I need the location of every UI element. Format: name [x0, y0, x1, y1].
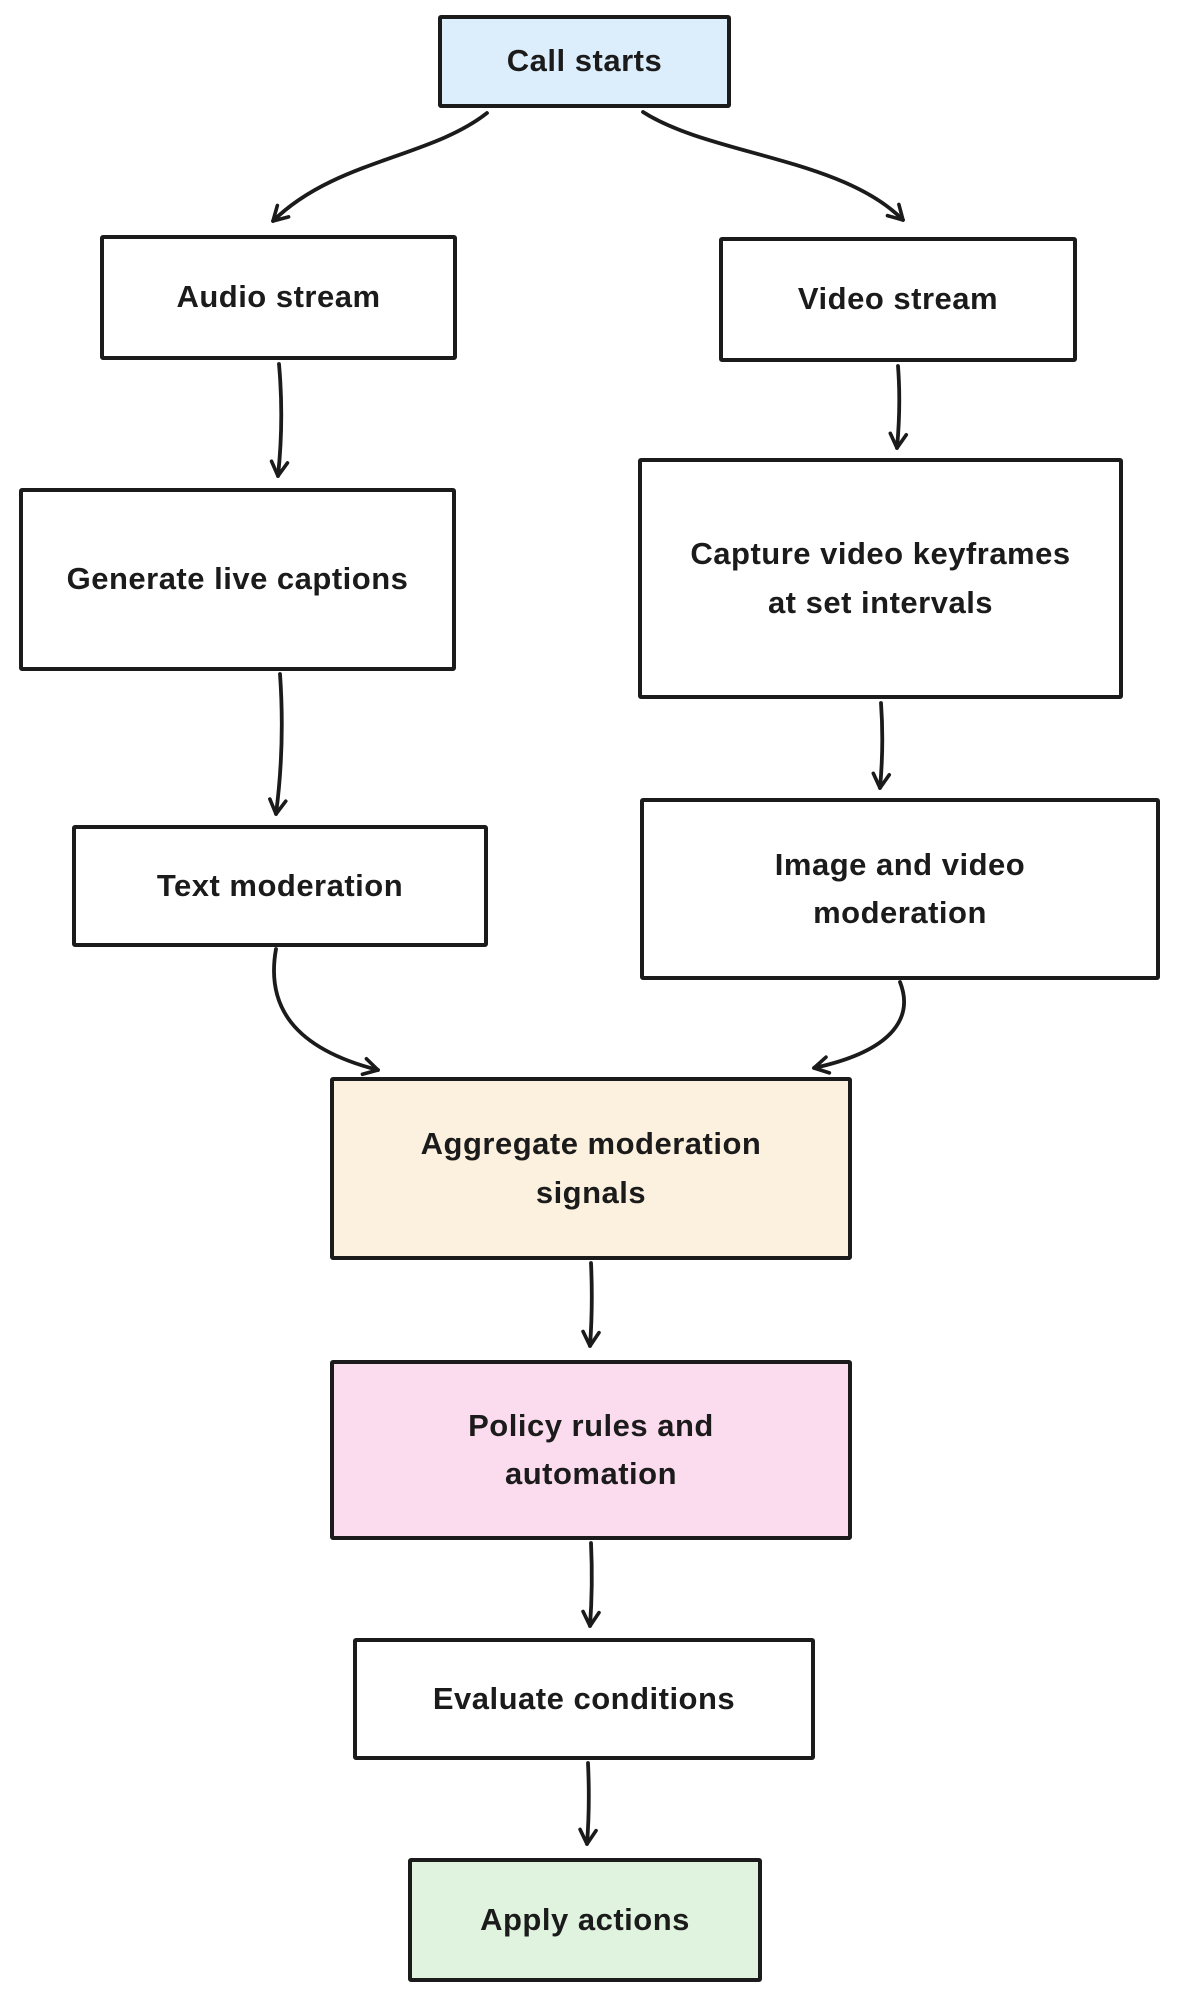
node-image-video-moderation-label: Image and video moderation [774, 846, 1026, 930]
node-generate-captions[interactable]: Generate live captions [19, 488, 456, 671]
edge-text-moderation-to-aggregate-signals[interactable] [272, 947, 380, 1077]
node-video-stream-label: Video stream [797, 281, 999, 317]
node-generate-captions-label: Generate live captions [66, 561, 409, 597]
node-aggregate-signals-label: Aggregate moderation signals [420, 1126, 762, 1210]
edge-generate-captions-to-text-moderation[interactable] [268, 672, 288, 816]
node-apply-actions[interactable]: Apply actions [408, 1858, 762, 1982]
edge-capture-keyframes-to-image-video-moderation[interactable] [871, 701, 892, 790]
node-audio-stream[interactable]: Audio stream [100, 235, 457, 360]
node-call-starts[interactable]: Call starts [438, 15, 731, 108]
edge-audio-stream-to-generate-captions[interactable] [269, 362, 290, 478]
node-text-moderation[interactable]: Text moderation [72, 825, 488, 947]
node-policy-rules-label: Policy rules and automation [468, 1407, 714, 1491]
edge-policy-rules-to-evaluate-conditions[interactable] [581, 1541, 601, 1628]
edge-video-stream-to-capture-keyframes[interactable] [888, 364, 909, 450]
node-aggregate-signals[interactable]: Aggregate moderation signals [330, 1077, 852, 1260]
edge-image-video-moderation-to-aggregate-signals[interactable] [812, 980, 906, 1075]
node-audio-stream-label: Audio stream [176, 279, 381, 315]
node-capture-keyframes-label: Capture video keyframes at set intervals [690, 536, 1071, 620]
node-video-stream[interactable]: Video stream [719, 237, 1077, 362]
node-text-moderation-label: Text moderation [156, 867, 404, 903]
node-capture-keyframes[interactable]: Capture video keyframes at set intervals [638, 458, 1123, 699]
node-image-video-moderation[interactable]: Image and video moderation [640, 798, 1160, 980]
node-policy-rules[interactable]: Policy rules and automation [330, 1360, 852, 1540]
edge-aggregate-signals-to-policy-rules[interactable] [581, 1261, 601, 1348]
node-evaluate-conditions-label: Evaluate conditions [432, 1680, 736, 1716]
edge-call-starts-to-video-stream[interactable] [641, 110, 905, 222]
edge-evaluate-conditions-to-apply-actions[interactable] [578, 1761, 598, 1846]
node-apply-actions-label: Apply actions [480, 1901, 690, 1937]
node-evaluate-conditions[interactable]: Evaluate conditions [353, 1638, 815, 1760]
edge-call-starts-to-audio-stream[interactable] [271, 111, 489, 223]
node-call-starts-label: Call starts [506, 43, 663, 79]
